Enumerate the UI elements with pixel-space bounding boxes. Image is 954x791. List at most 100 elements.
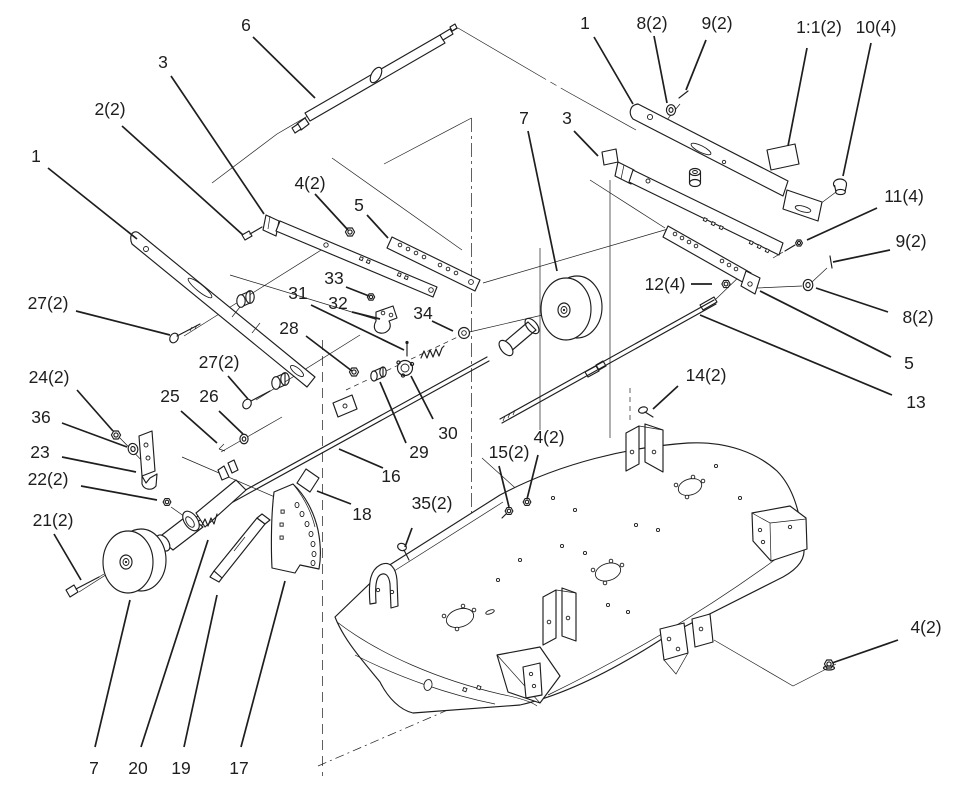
cap-nut-10 <box>832 178 848 196</box>
callout-leader-7 <box>527 130 558 272</box>
callout-leader-28 <box>305 335 353 372</box>
callout-label-8(2): 8(2) <box>636 13 667 33</box>
deck-arch-bracket <box>368 562 399 609</box>
height-arm-1-left <box>130 231 316 388</box>
callout-label-28: 28 <box>279 318 298 338</box>
callout-leader-10(4) <box>842 42 872 177</box>
index-plate-5-right <box>662 225 761 295</box>
callout-leader-5 <box>759 290 892 358</box>
callout-leader-27(2) <box>75 310 171 336</box>
callout-label-36: 36 <box>31 407 50 427</box>
callout-leader-4(2) <box>526 454 539 500</box>
decal-18 <box>296 468 320 493</box>
callout-label-22(2): 22(2) <box>28 469 69 489</box>
callout-leader-1:1(2) <box>787 47 808 147</box>
callout-label-1:1(2): 1:1(2) <box>796 17 842 37</box>
callout-label-5: 5 <box>354 195 364 215</box>
deck-hanger-brackets <box>659 613 714 675</box>
callout-leader-26 <box>218 410 244 435</box>
callout-label-33: 33 <box>324 268 343 288</box>
callout-label-19: 19 <box>171 758 190 778</box>
callout-label-20: 20 <box>128 758 148 778</box>
mower-deck <box>334 423 808 714</box>
spindle-hole-right <box>673 474 706 500</box>
callout-leader-14(2) <box>652 385 679 410</box>
callout-leader-6 <box>252 36 316 99</box>
cotter-pin-31 <box>405 340 409 357</box>
height-arm-1-right <box>629 103 789 197</box>
bearing-30 <box>396 359 415 378</box>
nut-22 <box>162 498 172 506</box>
spring-34 <box>420 326 471 359</box>
clamp-bracket-32 <box>373 305 398 334</box>
bolt-27-upper <box>169 323 201 344</box>
bushing-29 <box>370 366 387 382</box>
callout-leader-1 <box>47 167 138 240</box>
axle-spacer <box>498 317 540 357</box>
callout-label-6: 6 <box>241 15 251 35</box>
loose-fasteners <box>397 90 848 671</box>
callout-leader-3 <box>170 75 265 215</box>
callout-label-24(2): 24(2) <box>29 367 70 387</box>
callout-leader-31 <box>310 304 405 351</box>
decal-plate <box>766 143 800 171</box>
callout-leader-11(4) <box>806 207 878 241</box>
callout-leader-22(2) <box>80 485 158 501</box>
callout-leader-4(2) <box>831 639 899 664</box>
index-plate-5-left <box>386 236 481 292</box>
callout-leader-27(2) <box>227 375 249 400</box>
callout-label-9(2): 9(2) <box>895 231 926 251</box>
callout-label-4(2): 4(2) <box>910 617 941 637</box>
callout-label-26: 26 <box>199 386 218 406</box>
left-arm-group <box>130 214 481 445</box>
callout-leader-36 <box>61 422 128 448</box>
callout-label-12(4): 12(4) <box>645 274 686 294</box>
deck-channel-bracket-mid <box>542 587 577 646</box>
rod-bracket <box>332 394 358 418</box>
callout-label-8(2): 8(2) <box>902 307 933 327</box>
height-arm-3-right <box>601 148 784 256</box>
callout-leader-8(2) <box>815 287 889 313</box>
callout-label-32: 32 <box>328 293 347 313</box>
callout-leader-9(2) <box>832 249 891 263</box>
spacer-bushing <box>688 167 702 188</box>
support-rod-13 <box>499 296 718 424</box>
callout-leader-19 <box>183 594 218 748</box>
callout-leader-23 <box>61 456 137 473</box>
lift-shaft <box>291 23 458 134</box>
callout-label-14(2): 14(2) <box>686 365 727 385</box>
callout-leader-5 <box>366 214 389 239</box>
deck-gusset-right <box>751 505 808 562</box>
callout-leader-13 <box>699 314 893 396</box>
nut-33 <box>366 293 376 301</box>
callout-leader-32 <box>351 311 381 320</box>
callout-leader-24(2) <box>76 389 114 432</box>
callout-leader-1 <box>593 36 634 105</box>
bolt-11 <box>784 239 803 252</box>
callout-label-34: 34 <box>413 303 433 323</box>
callout-leader-29 <box>379 381 407 444</box>
washer-26 <box>239 433 249 445</box>
pin-9-right <box>829 255 833 269</box>
callout-leader-20 <box>140 539 209 748</box>
washer-36 <box>126 441 140 457</box>
callout-label-11(4): 11(4) <box>884 186 924 206</box>
callout-label-31: 31 <box>288 283 307 303</box>
skirt-plate-17 <box>270 483 321 574</box>
caster-wheel-right <box>540 275 603 341</box>
callout-label-17: 17 <box>229 758 248 778</box>
strut-19 <box>209 513 271 583</box>
callout-label-3: 3 <box>562 108 572 128</box>
spindle-hole-middle <box>590 558 625 586</box>
nut-4-bottom-right <box>822 659 836 671</box>
nut-4-mid <box>522 498 532 506</box>
bolt-14 <box>638 406 654 418</box>
callout-label-25: 25 <box>160 386 179 406</box>
washer-8-mid <box>802 278 814 292</box>
callout-label-9(2): 9(2) <box>701 13 732 33</box>
callout-leader-8(2) <box>653 35 668 104</box>
callout-leader-18 <box>316 490 352 505</box>
bolt-27-lower <box>242 390 271 410</box>
right-arm-group <box>499 103 823 424</box>
